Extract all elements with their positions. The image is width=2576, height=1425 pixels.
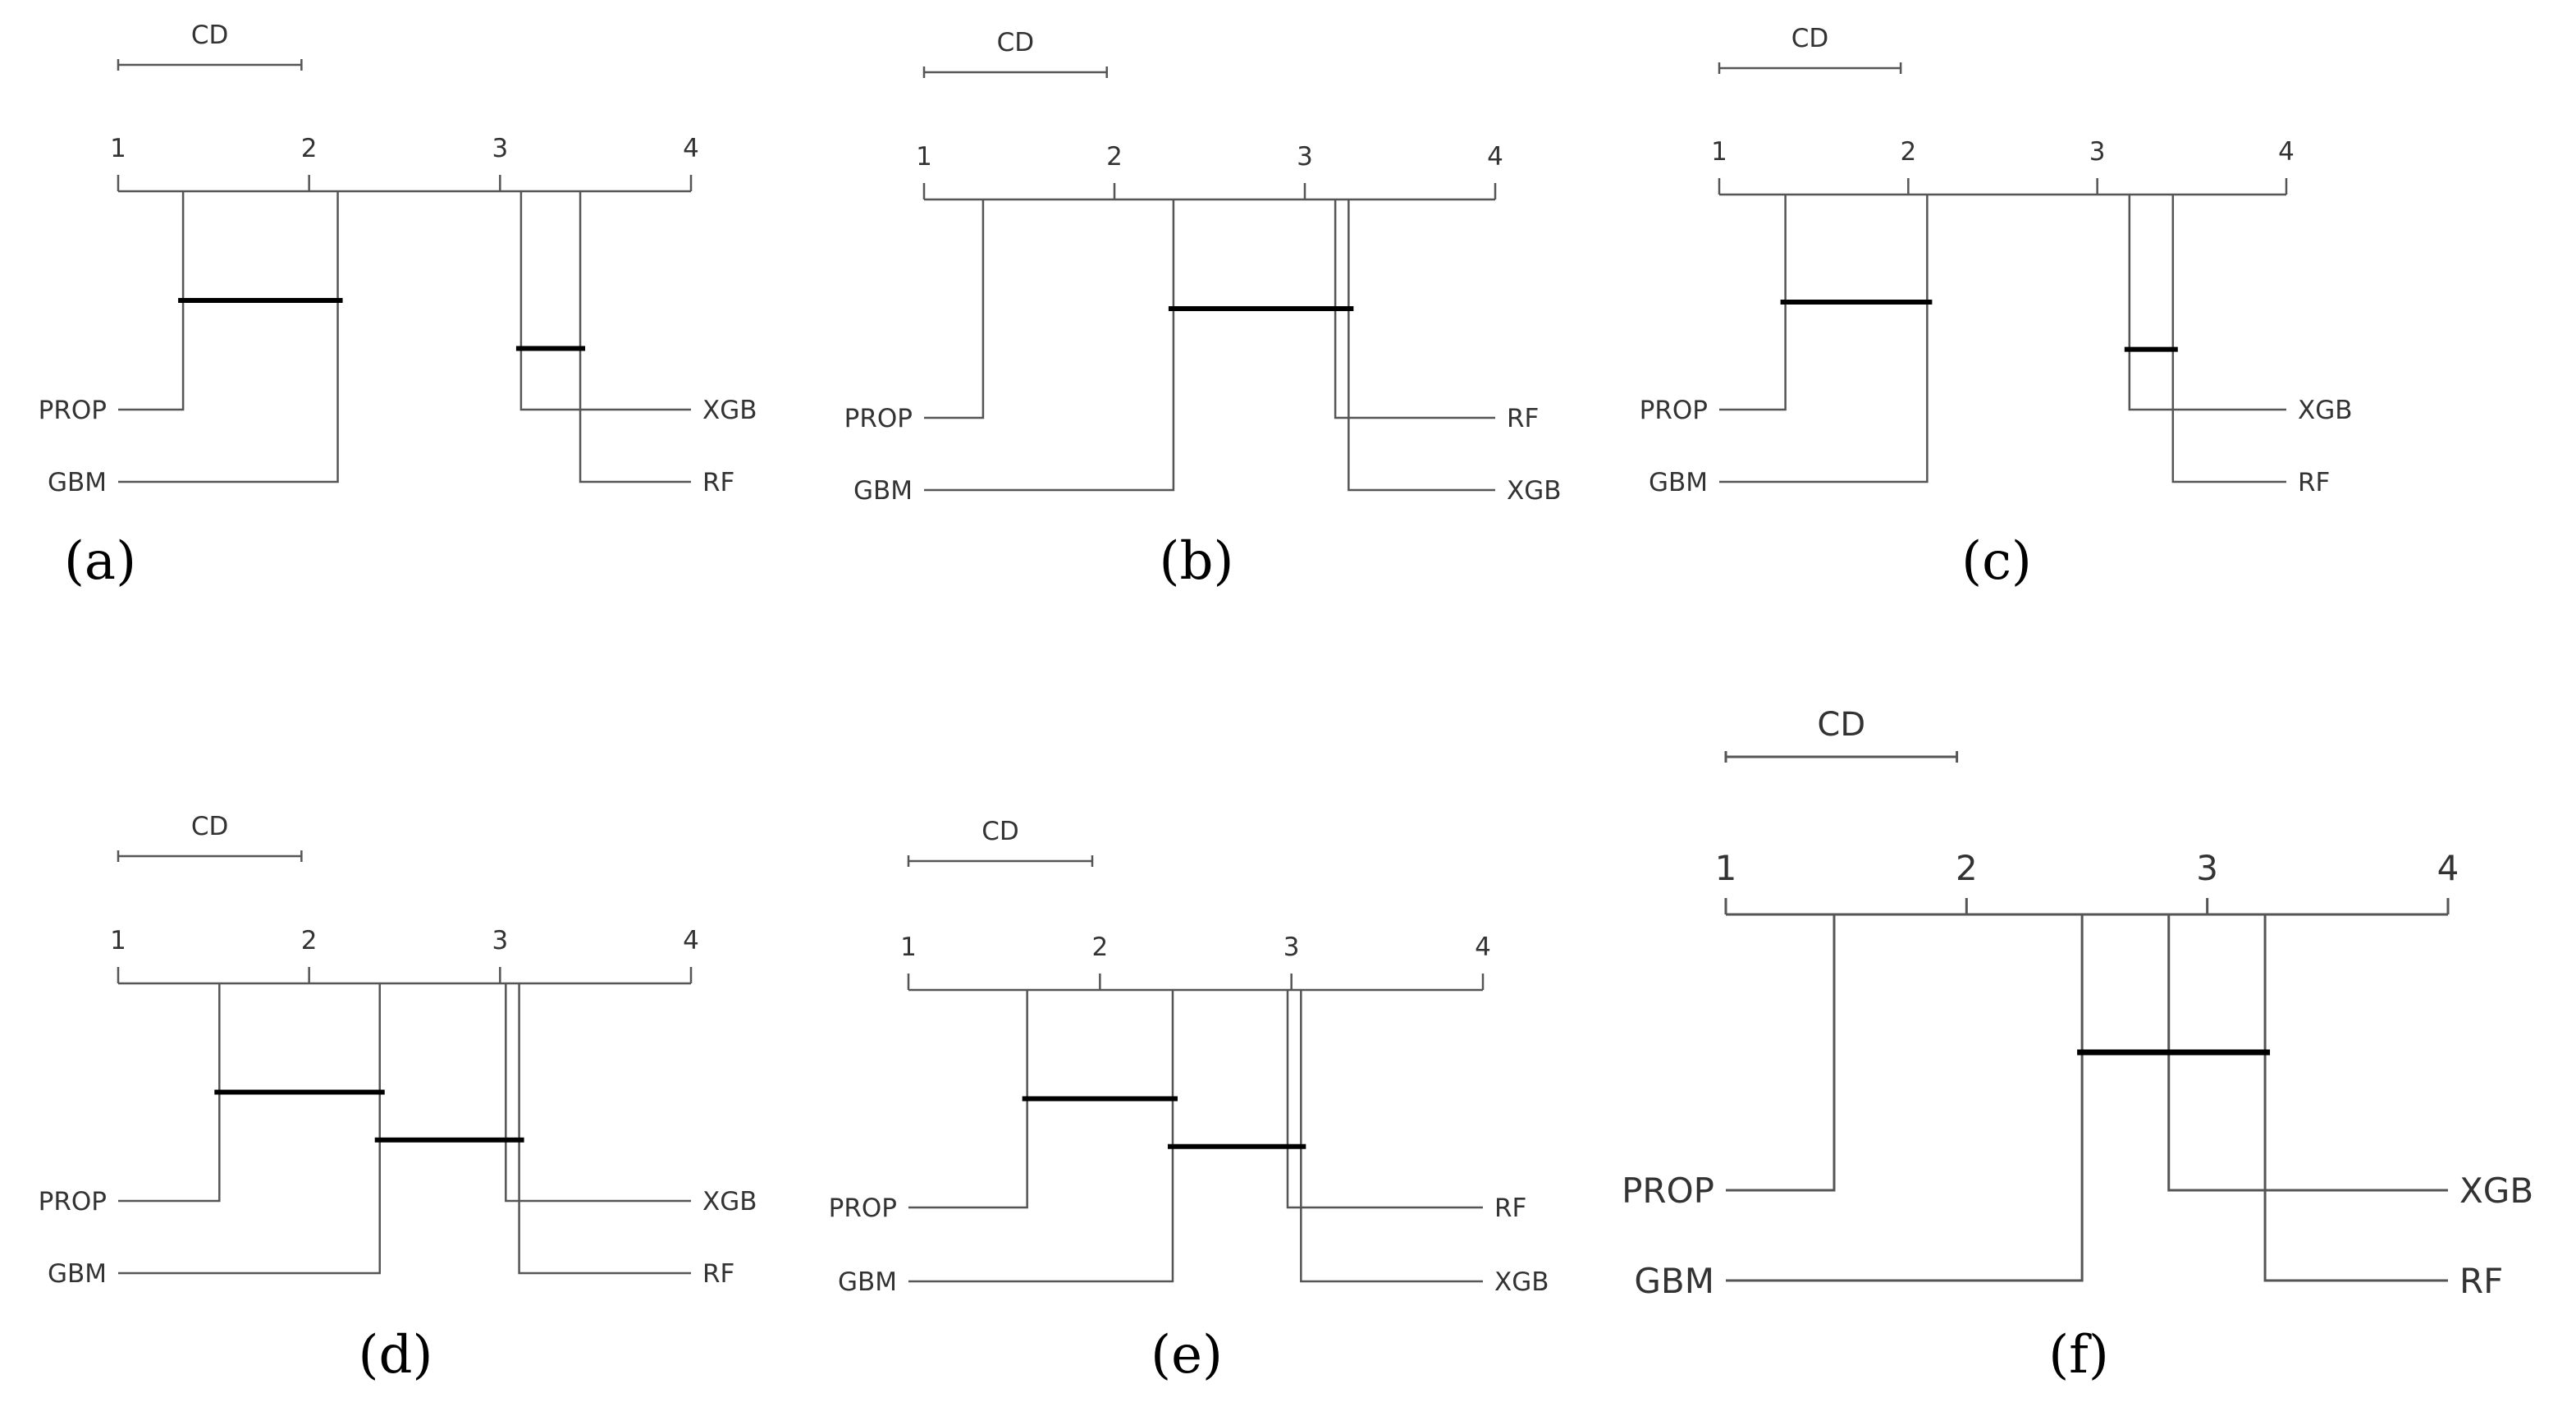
- panel-label: (f): [2048, 1325, 2109, 1386]
- method-connector: [908, 990, 1028, 1209]
- method-connector: [908, 990, 1174, 1283]
- method-connector: [118, 983, 382, 1275]
- panel-label: (d): [359, 1325, 433, 1386]
- cd-label: CD: [191, 21, 229, 50]
- axis-tick-label: 3: [492, 134, 508, 163]
- method-label: XGB: [1494, 1267, 1549, 1297]
- axis-tick-label: 3: [2089, 137, 2106, 167]
- axis-tick-label: 2: [1956, 848, 1978, 888]
- method-label: PROP: [844, 404, 913, 433]
- panel-label: (b): [1160, 531, 1234, 592]
- panel-label: (a): [64, 531, 136, 592]
- method-connector: [118, 191, 339, 483]
- axis-tick-label: 2: [301, 134, 318, 163]
- cd-label: CD: [1791, 24, 1829, 53]
- method-connector: [505, 983, 691, 1203]
- method-connector: [1334, 199, 1495, 419]
- axis-tick-label: 2: [301, 926, 318, 955]
- method-connector: [579, 191, 691, 483]
- method-label: PROP: [1640, 396, 1708, 425]
- axis-tick-label: 3: [492, 926, 508, 955]
- axis-tick-label: 2: [1091, 932, 1108, 962]
- method-connector: [1719, 195, 1787, 411]
- method-label: XGB: [702, 1187, 757, 1217]
- cd-label: CD: [1817, 706, 1865, 744]
- method-label: PROP: [39, 396, 107, 425]
- method-label: PROP: [829, 1194, 897, 1223]
- method-connector: [1719, 195, 1929, 483]
- axis-tick-label: 4: [683, 134, 699, 163]
- method-label: RF: [1494, 1194, 1526, 1223]
- method-connector: [519, 191, 691, 411]
- method-connector: [1726, 914, 1836, 1192]
- method-label: XGB: [2298, 396, 2353, 425]
- method-connector: [1300, 990, 1483, 1283]
- axis-tick-label: 1: [1711, 137, 1727, 167]
- axis-tick-label: 1: [110, 134, 126, 163]
- axis-tick-label: 4: [1487, 142, 1503, 172]
- axis-tick-label: 1: [900, 932, 917, 962]
- method-connector: [1347, 199, 1495, 492]
- method-label: XGB: [2459, 1171, 2533, 1211]
- method-label: GBM: [48, 1259, 107, 1289]
- method-label: GBM: [853, 476, 913, 506]
- method-connector: [1726, 914, 2084, 1282]
- method-label: GBM: [48, 468, 107, 497]
- axis-tick-label: 3: [1297, 142, 1313, 172]
- method-connector: [2263, 914, 2448, 1282]
- axis-tick-label: 4: [683, 926, 699, 955]
- method-label: XGB: [702, 396, 757, 425]
- method-connector: [2167, 914, 2448, 1192]
- method-connector: [518, 983, 691, 1275]
- method-label: XGB: [1507, 476, 1562, 506]
- axis-tick-label: 2: [1106, 142, 1123, 172]
- method-connector: [2128, 195, 2286, 411]
- method-connector: [924, 199, 985, 419]
- cd-label: CD: [191, 812, 229, 841]
- axis-tick-label: 4: [2437, 848, 2459, 888]
- method-connector: [118, 983, 221, 1203]
- axis-tick-label: 4: [1475, 932, 1491, 962]
- method-label: GBM: [838, 1267, 897, 1297]
- cd-label: CD: [981, 817, 1019, 846]
- method-label: RF: [2459, 1261, 2503, 1301]
- axis-tick-label: 1: [1715, 848, 1737, 888]
- method-connector: [2171, 195, 2286, 483]
- method-connector: [924, 199, 1175, 492]
- method-label: GBM: [1634, 1261, 1714, 1301]
- method-label: RF: [1507, 404, 1539, 433]
- method-label: GBM: [1649, 468, 1708, 497]
- method-label: RF: [702, 468, 734, 497]
- method-connector: [1286, 990, 1483, 1209]
- method-connector: [118, 191, 185, 411]
- panel-label: (c): [1961, 531, 2032, 592]
- method-label: PROP: [39, 1187, 107, 1217]
- panel-label: (e): [1151, 1325, 1223, 1386]
- method-label: RF: [702, 1259, 734, 1289]
- axis-tick-label: 4: [2278, 137, 2295, 167]
- axis-tick-label: 3: [1283, 932, 1300, 962]
- axis-tick-label: 1: [110, 926, 126, 955]
- axis-tick-label: 1: [916, 142, 932, 172]
- method-label: PROP: [1622, 1171, 1714, 1211]
- method-label: RF: [2298, 468, 2330, 497]
- cd-label: CD: [997, 28, 1035, 57]
- axis-tick-label: 3: [2196, 848, 2218, 888]
- axis-tick-label: 2: [1900, 137, 1916, 167]
